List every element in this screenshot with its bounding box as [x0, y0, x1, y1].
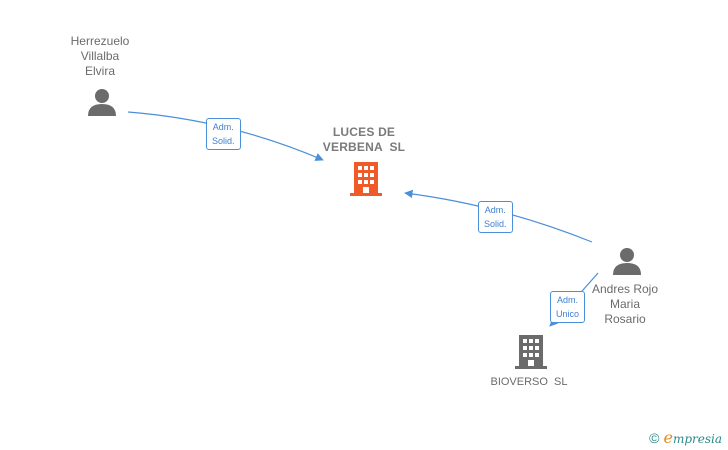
person-icon[interactable] [613, 248, 641, 275]
building-icon[interactable] [350, 162, 382, 196]
edge-label-adm-solid: Adm. Solid. [478, 201, 513, 233]
person-icon[interactable] [88, 89, 116, 116]
edge-label-adm-solid: Adm. Solid. [206, 118, 241, 150]
empresia-watermark: ©empresia [649, 428, 722, 447]
edge-label-adm-unico: Adm. Unico [550, 291, 586, 323]
node-label-person-andres-rojo[interactable]: Andres Rojo Maria Rosario [591, 282, 659, 326]
node-label-person-herrezuelo[interactable]: Herrezuelo Villalba Elvira [70, 34, 130, 78]
node-label-luces-de-verbena[interactable]: LUCES DE VERBENA SL [322, 125, 406, 154]
node-label-bioverso[interactable]: BIOVERSO SL [490, 376, 568, 388]
building-icon[interactable] [515, 335, 547, 369]
copyright-icon: © [649, 430, 660, 446]
